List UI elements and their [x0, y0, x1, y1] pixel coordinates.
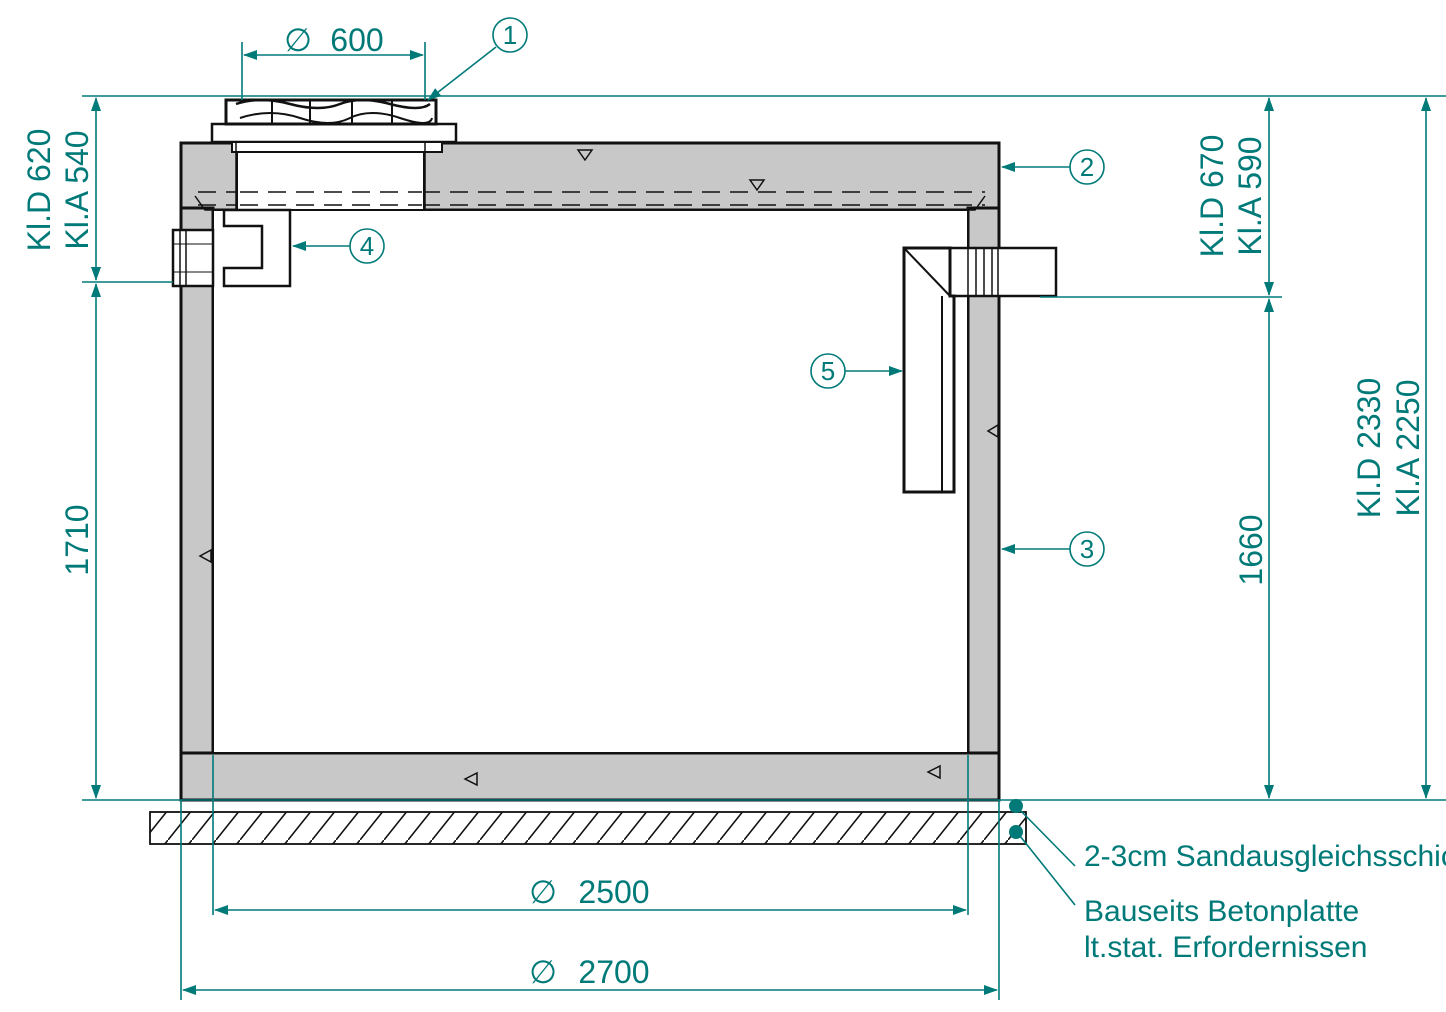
- callout-5-label: 5: [821, 356, 835, 386]
- callout-5: 5: [810, 353, 903, 389]
- cover-diameter-value: 600: [330, 22, 383, 58]
- tank-interior: [212, 209, 969, 754]
- dimension-lines: [82, 42, 1446, 1000]
- inlet-tee: [213, 208, 292, 288]
- left-top-class-d: Kl.D 620: [21, 129, 57, 252]
- tank-body: [179, 141, 1001, 802]
- left-top-class-a: Kl.A 540: [59, 130, 95, 249]
- inner-diameter-value: 2500: [578, 874, 649, 910]
- floor-slab: [179, 751, 1001, 802]
- concrete-base-plate: [149, 811, 1027, 845]
- callout-4-label: 4: [360, 231, 374, 261]
- cover-diameter-text: ∅ 600: [284, 22, 384, 58]
- callout-2: 2: [1001, 149, 1105, 185]
- outer-diameter-text: ∅ 2700: [529, 954, 650, 990]
- sand-layer-text: 2-3cm Sandausgleichsschicht: [1084, 840, 1446, 873]
- base-plate-text-line2: lt.stat. Erfordernissen: [1084, 931, 1367, 964]
- diameter-symbol: ∅: [529, 954, 557, 990]
- inner-diameter-text: ∅ 2500: [529, 874, 650, 910]
- sand-layer-note: 2-3cm Sandausgleichsschicht: [1009, 799, 1446, 873]
- right-top-class-d: Kl.D 670: [1194, 135, 1230, 258]
- outlet-pipe: [902, 246, 1058, 494]
- outer-diameter-value: 2700: [578, 954, 649, 990]
- callout-3-label: 3: [1080, 534, 1094, 564]
- total-height-class-a: Kl.A 2250: [1390, 380, 1426, 517]
- callout-3: 3: [1001, 531, 1105, 567]
- base-plate-note: Bauseits Betonplatte lt.stat. Erforderni…: [1009, 825, 1367, 964]
- diameter-symbol: ∅: [284, 22, 312, 58]
- callout-4: 4: [292, 228, 385, 264]
- left-wall: [179, 206, 215, 802]
- manhole-cover: [210, 98, 458, 210]
- right-top-class-a: Kl.A 590: [1232, 136, 1268, 255]
- callout-1: 1: [427, 17, 528, 101]
- left-height: 1710: [59, 504, 95, 575]
- callout-1-label: 1: [503, 20, 517, 50]
- base-plate-text-line1: Bauseits Betonplatte: [1084, 895, 1359, 928]
- callout-2-label: 2: [1080, 152, 1094, 182]
- inlet-pipe: [171, 228, 215, 288]
- right-height: 1660: [1233, 514, 1269, 585]
- manhole-opening: [236, 142, 425, 211]
- diameter-symbol: ∅: [529, 874, 557, 910]
- total-height-class-d: Kl.D 2330: [1351, 378, 1387, 519]
